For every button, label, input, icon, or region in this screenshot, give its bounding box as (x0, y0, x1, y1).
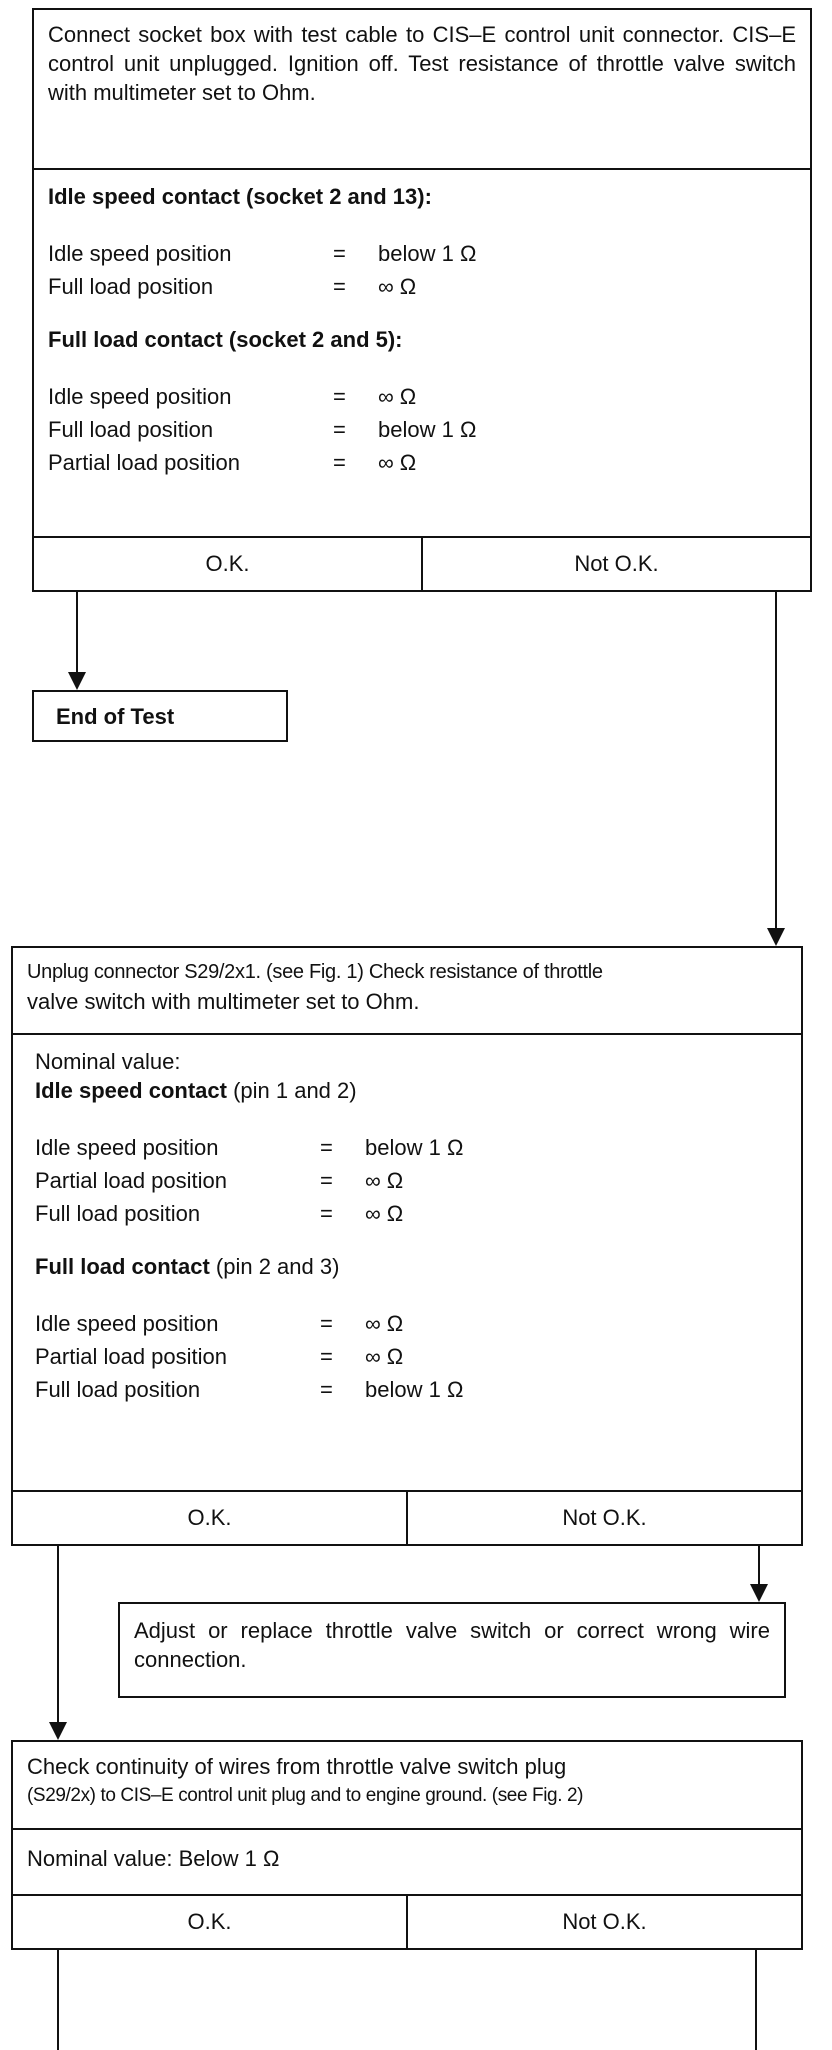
step1-instruction: Connect socket box with test cable to CI… (48, 22, 796, 105)
step1-values-section: Idle speed contact (socket 2 and 13): Id… (34, 170, 810, 538)
step1-not-ok-label: Not O.K. (574, 551, 659, 576)
header-rest: (pin 1 and 2) (226, 1078, 357, 1103)
arrow-down-icon (49, 1722, 67, 1740)
step2-ok-label: O.K. (13, 1492, 408, 1546)
connector-line (758, 1546, 760, 1586)
step3-instruction-section: Check continuity of wires from throttle … (13, 1742, 801, 1830)
row-value: ∞ Ω (365, 1311, 404, 1336)
step2-instruction: Unplug connector S29/2x1. (see Fig. 1) C… (27, 958, 787, 1016)
row-value: below 1 Ω (365, 1377, 464, 1402)
step2-idle-row: Full load position = ∞ Ω (35, 1197, 779, 1230)
instruction-line: Check continuity of wires from throttle … (27, 1754, 567, 1779)
end-of-test-label: End of Test (56, 704, 175, 729)
row-label: Full load position (48, 417, 214, 442)
step2-idle-row: Partial load position = ∞ Ω (35, 1164, 779, 1197)
row-label: Full load position (35, 1201, 201, 1226)
row-equals: = (320, 1201, 333, 1226)
row-equals: = (320, 1168, 333, 1193)
row-value: ∞ Ω (365, 1344, 404, 1369)
row-equals: = (320, 1344, 333, 1369)
step1-full-row: Idle speed position = ∞ Ω (48, 380, 796, 413)
step1-full-row: Full load position = below 1 Ω (48, 413, 796, 446)
connector-line (76, 592, 78, 674)
step1-full-header: Full load contact (socket 2 and 5): (48, 327, 403, 352)
step3-not-ok-label: Not O.K. (562, 1909, 647, 1934)
row-label: Full load position (35, 1377, 201, 1402)
row-value: ∞ Ω (365, 1168, 404, 1193)
row-label: Partial load position (35, 1344, 228, 1369)
row-equals: = (333, 417, 346, 442)
step2-instruction-section: Unplug connector S29/2x1. (see Fig. 1) C… (13, 948, 801, 1035)
step3-nominal-section: Nominal value: Below 1 Ω (13, 1830, 801, 1896)
row-label: Partial load position (48, 450, 241, 475)
connector-line (775, 592, 777, 932)
step1-box: Connect socket box with test cable to CI… (32, 8, 812, 592)
step2-not-ok-label: Not O.K. (562, 1505, 647, 1530)
adjust-text: Adjust or replace throttle valve switch … (134, 1618, 770, 1672)
instruction-line: valve switch with multimeter set to Ohm. (27, 989, 420, 1014)
step2-values-section: Nominal value: Idle speed contact (pin 1… (13, 1035, 801, 1492)
row-equals: = (333, 450, 346, 475)
row-value: ∞ Ω (378, 274, 417, 299)
arrow-down-icon (750, 1584, 768, 1602)
row-equals: = (333, 274, 346, 299)
connector-line (755, 1950, 757, 2050)
row-label: Idle speed position (35, 1311, 219, 1336)
step3-nominal-label: Nominal value: Below 1 Ω (27, 1846, 280, 1871)
row-value: below 1 Ω (365, 1135, 464, 1160)
row-label: Idle speed position (48, 241, 232, 266)
row-equals: = (320, 1135, 333, 1160)
step1-ok-label: O.K. (34, 538, 423, 592)
step2-box: Unplug connector S29/2x1. (see Fig. 1) C… (11, 946, 803, 1546)
step3-box: Check continuity of wires from throttle … (11, 1740, 803, 1950)
step2-full-row: Idle speed position = ∞ Ω (35, 1307, 779, 1340)
header-bold: Idle speed contact (35, 1078, 227, 1103)
end-of-test-box: End of Test (32, 690, 288, 742)
connector-line (57, 1546, 59, 1726)
step1-idle-header: Idle speed contact (socket 2 and 13): (48, 184, 432, 209)
header-bold: Full load contact (35, 1254, 210, 1279)
instruction-line: (S29/2x) to CIS–E control unit plug and … (27, 1785, 584, 1806)
row-label: Full load position (48, 274, 214, 299)
row-label: Idle speed position (35, 1135, 219, 1160)
step2-nominal-label: Nominal value: (35, 1049, 181, 1074)
row-value: ∞ Ω (378, 384, 417, 409)
row-value: ∞ Ω (365, 1201, 404, 1226)
step1-full-row: Partial load position = ∞ Ω (48, 446, 796, 479)
step2-idle-header: Idle speed contact (pin 1 and 2) (35, 1076, 779, 1105)
step1-idle-row: Idle speed position = below 1 Ω (48, 237, 796, 270)
instruction-line: Unplug connector S29/2x1. (see Fig. 1) C… (27, 961, 603, 983)
arrow-down-icon (767, 928, 785, 946)
row-equals: = (333, 384, 346, 409)
step3-outcomes: O.K. Not O.K. (13, 1896, 801, 1950)
step2-idle-row: Idle speed position = below 1 Ω (35, 1131, 779, 1164)
step2-full-row: Partial load position = ∞ Ω (35, 1340, 779, 1373)
row-value: ∞ Ω (378, 450, 417, 475)
step2-full-row: Full load position = below 1 Ω (35, 1373, 779, 1406)
row-label: Idle speed position (48, 384, 232, 409)
row-label: Partial load position (35, 1168, 228, 1193)
step1-instruction-section: Connect socket box with test cable to CI… (34, 10, 810, 170)
arrow-down-icon (68, 672, 86, 690)
step2-full-header: Full load contact (pin 2 and 3) (35, 1252, 779, 1281)
row-equals: = (320, 1311, 333, 1336)
row-value: below 1 Ω (378, 417, 477, 442)
step2-outcomes: O.K. Not O.K. (13, 1492, 801, 1546)
row-equals: = (333, 241, 346, 266)
row-value: below 1 Ω (378, 241, 477, 266)
adjust-box: Adjust or replace throttle valve switch … (118, 1602, 786, 1698)
connector-line (57, 1950, 59, 2050)
header-rest: (pin 2 and 3) (209, 1254, 340, 1279)
step1-idle-row: Full load position = ∞ Ω (48, 270, 796, 303)
step1-outcomes: O.K. Not O.K. (34, 538, 810, 592)
step3-ok-label: O.K. (13, 1896, 408, 1950)
row-equals: = (320, 1377, 333, 1402)
